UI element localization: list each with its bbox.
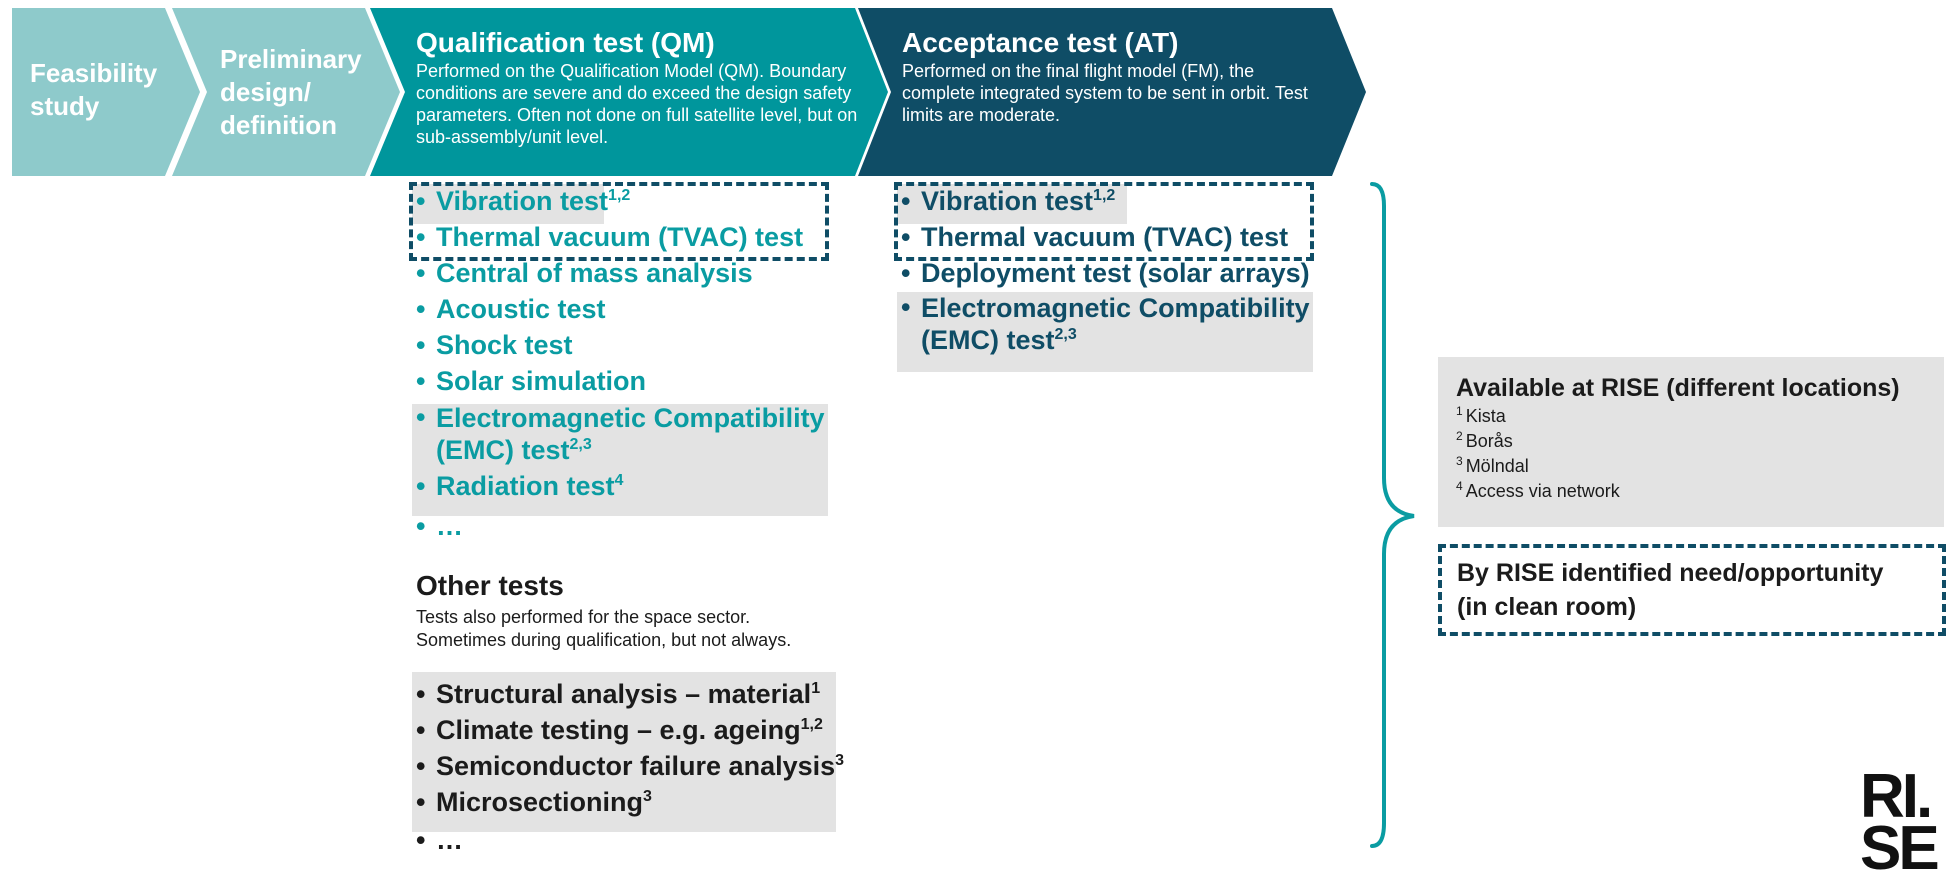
qm-test-item: Electromagnetic Compatibility (EMC) test… — [416, 401, 825, 468]
qm-test-item: Thermal vacuum (TVAC) test — [416, 219, 825, 255]
qm-dashed-frame — [409, 182, 829, 261]
chevron-acceptance — [858, 8, 1366, 176]
availability-legend: Available at RISE (different locations) … — [1438, 357, 1944, 527]
chevron-qualification — [370, 8, 888, 176]
other-test-item: … — [416, 822, 844, 858]
at-description: Performed on the final flight model (FM)… — [902, 61, 1308, 125]
qm-test-item: Central of mass analysis — [416, 255, 825, 291]
qm-test-item: Vibration test1,2 — [416, 183, 825, 219]
at-title: Acceptance test (AT) — [902, 27, 1179, 58]
qm-test-item: … — [416, 508, 825, 544]
other-test-item: Structural analysis – material1 — [416, 676, 844, 712]
need-opportunity-text: By RISE identified need/opportunity (in … — [1457, 559, 1884, 621]
qm-test-item: Acoustic test — [416, 291, 825, 327]
at-test-list: Vibration test1,2 Thermal vacuum (TVAC) … — [901, 183, 1310, 358]
legend-title: Available at RISE (different locations) — [1456, 374, 1900, 402]
curly-brace — [1370, 182, 1415, 848]
other-tests-description: Tests also performed for the space secto… — [416, 607, 792, 650]
qm-description: Performed on the Qualification Model (QM… — [416, 61, 858, 147]
at-test-item: Thermal vacuum (TVAC) test — [901, 219, 1310, 255]
need-opportunity-box: By RISE identified need/opportunity (in … — [1438, 544, 1946, 636]
at-dashed-frame — [894, 182, 1314, 261]
qm-test-item: Shock test — [416, 327, 825, 363]
chevron-preliminary-design — [172, 8, 400, 176]
qm-test-item: Solar simulation — [416, 363, 825, 399]
other-tests-title: Other tests — [416, 570, 564, 601]
chevron-feasibility — [12, 8, 200, 176]
at-test-item: Deployment test (solar arrays) — [901, 255, 1310, 291]
at-test-item: Vibration test1,2 — [901, 183, 1310, 219]
qm-test-item: Radiation test4 — [416, 468, 825, 504]
other-test-item: Microsectioning3 — [416, 784, 844, 820]
at-test-item: Electromagnetic Compatibility (EMC) test… — [901, 291, 1310, 358]
rise-logo: RI. SE — [1860, 762, 1940, 883]
other-test-list: Structural analysis – material1 Climate … — [416, 676, 844, 858]
qm-test-list: Vibration test1,2 Thermal vacuum (TVAC) … — [416, 183, 825, 544]
phase-preliminary-label: Preliminary design/ definition — [220, 44, 362, 140]
qm-title: Qualification test (QM) — [416, 27, 715, 58]
phase-feasibility-label: Feasibility study — [30, 58, 158, 121]
process-chevrons — [12, 8, 1366, 176]
other-test-item: Semiconductor failure analysis3 — [416, 748, 844, 784]
other-test-item: Climate testing – e.g. ageing1,2 — [416, 712, 844, 748]
